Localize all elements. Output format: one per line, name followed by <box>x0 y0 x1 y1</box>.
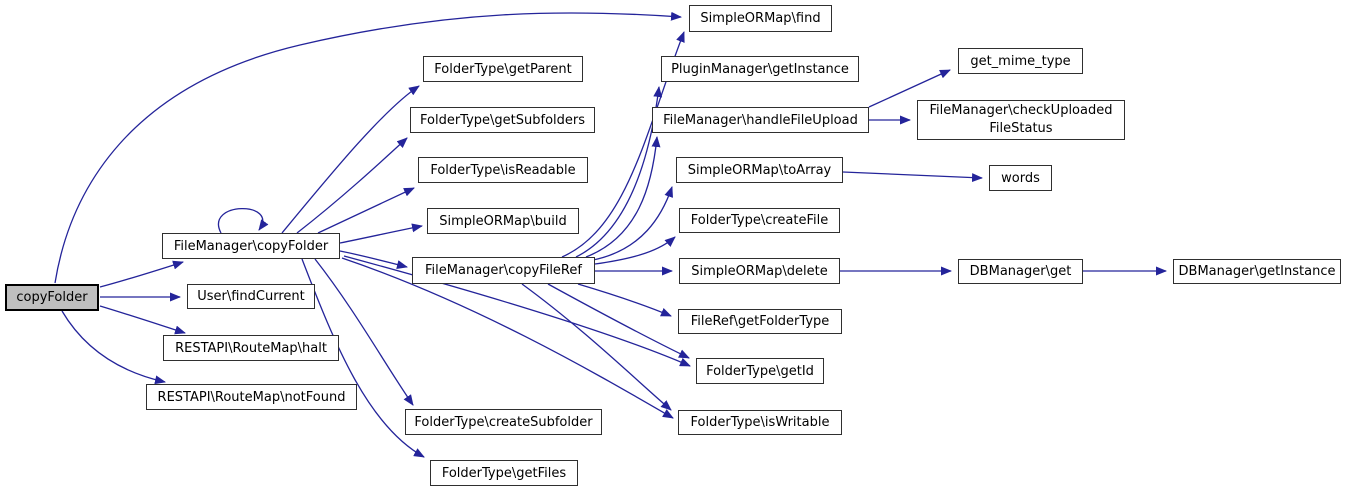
edge-copyfolder-to-halt <box>99 305 186 335</box>
edge-fm-copyfolder-to-copyfileref <box>339 250 408 269</box>
node-get-mime-type[interactable]: get_mime_type <box>958 48 1083 74</box>
node-fileref-getfoldertype[interactable]: FileRef\getFolderType <box>678 309 842 334</box>
edge-copyfolder-to-notfound <box>61 310 166 385</box>
node-simpleormap-toarray[interactable]: SimpleORMap\toArray <box>676 157 843 183</box>
node-foldertype-getfiles[interactable]: FolderType\getFiles <box>430 460 578 486</box>
node-foldertype-iswritable[interactable]: FolderType\isWritable <box>678 410 842 435</box>
edge-copyfolder-to-fm-copyfolder <box>99 260 184 288</box>
edge-copyfileref-to-toarray <box>592 186 673 261</box>
edge-copyfileref-to-iswritable <box>521 283 672 411</box>
node-foldertype-getsubfolders[interactable]: FolderType\getSubfolders <box>410 107 595 133</box>
node-filemanager-copyfolder[interactable]: FileManager\copyFolder <box>162 233 340 259</box>
node-pluginmanager-getinstance[interactable]: PluginManager\getInstance <box>661 56 859 82</box>
edge-fm-copyfolder-to-getparent <box>281 85 420 234</box>
edge-copyfileref-to-getid <box>547 283 690 359</box>
node-simpleormap-delete[interactable]: SimpleORMap\delete <box>679 258 840 284</box>
edge-fm-copyfolder-to-isreadable <box>317 187 415 234</box>
edge-fm-copyfolder-self-loop <box>217 208 269 234</box>
node-foldertype-createsubfolder[interactable]: FolderType\createSubfolder <box>405 409 602 435</box>
node-dbmanager-getinstance[interactable]: DBManager\getInstance <box>1173 259 1341 284</box>
node-foldertype-getparent[interactable]: FolderType\getParent <box>423 56 583 82</box>
node-foldertype-createfile[interactable]: FolderType\createFile <box>679 208 840 233</box>
edge-copyfileref-to-getfoldertype <box>577 283 672 317</box>
node-copyfolder[interactable]: copyFolder <box>5 284 99 311</box>
node-user-findcurrent[interactable]: User\findCurrent <box>187 284 315 309</box>
node-restapi-routemap-notfound[interactable]: RESTAPI\RouteMap\notFound <box>146 384 357 410</box>
edge-toarray-to-words <box>842 171 983 183</box>
edge-fm-copyfolder-to-getsubfolders <box>296 137 408 234</box>
edge-fm-copyfolder-to-build <box>339 223 423 244</box>
edge-copyfileref-to-handlefileupload <box>585 136 661 258</box>
node-simpleormap-build[interactable]: SimpleORMap\build <box>427 208 579 234</box>
node-restapi-routemap-halt[interactable]: RESTAPI\RouteMap\halt <box>163 335 339 361</box>
node-filemanager-handlefileupload[interactable]: FileManager\handleFileUpload <box>652 107 869 133</box>
edge-copyfileref-to-createfile <box>594 236 676 265</box>
node-words[interactable]: words <box>989 165 1052 191</box>
node-dbmanager-get[interactable]: DBManager\get <box>958 259 1083 284</box>
edge-copyfolder-to-find <box>54 11 682 284</box>
node-simpleormap-find[interactable]: SimpleORMap\find <box>689 5 832 32</box>
node-filemanager-copyfileref[interactable]: FileManager\copyFileRef <box>412 257 595 284</box>
node-foldertype-getid[interactable]: FolderType\getId <box>696 358 824 384</box>
node-foldertype-isreadable[interactable]: FolderType\isReadable <box>418 157 588 183</box>
node-filemanager-checkuploadedfilestatus[interactable]: FileManager\checkUploaded FileStatus <box>917 100 1125 140</box>
